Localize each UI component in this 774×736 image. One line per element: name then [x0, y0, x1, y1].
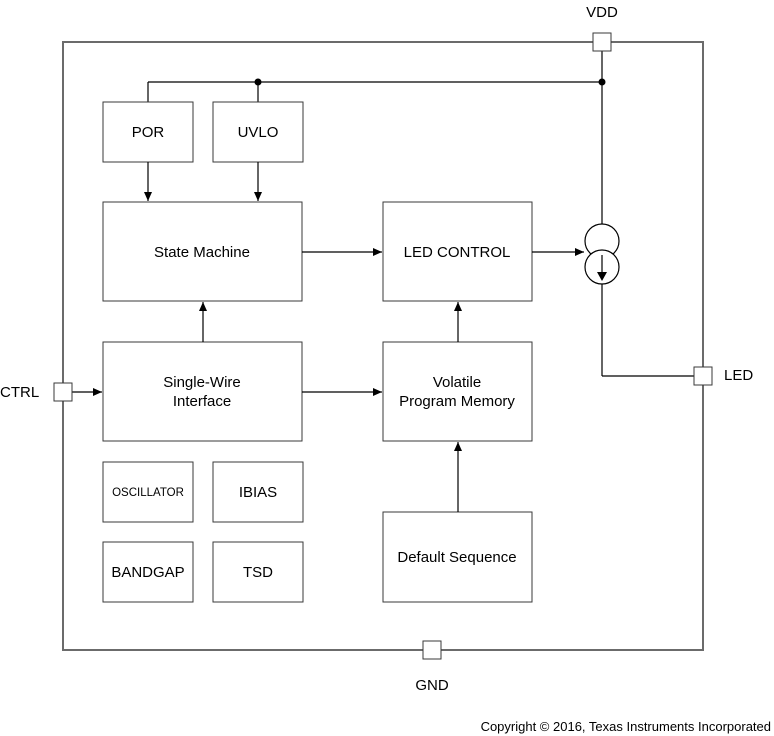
gnd-pin — [422, 640, 442, 660]
junction-dot — [598, 78, 606, 86]
current-arrow-head — [597, 272, 607, 281]
chip-outline — [62, 41, 704, 651]
tsd-block — [212, 541, 304, 603]
por-block — [102, 101, 194, 163]
tsd-label: TSD — [243, 564, 273, 581]
copyright-text: Copyright © 2016, Texas Instruments Inco… — [481, 719, 771, 734]
oscillator-block — [102, 461, 194, 523]
vdd-label: VDD — [586, 4, 618, 21]
volatile-label-line2: Program Memory — [399, 393, 515, 410]
ctrl-label: CTRL — [0, 384, 39, 401]
default-sequence-block — [382, 511, 533, 603]
ibias-block — [212, 461, 304, 523]
volatile-memory-block — [382, 341, 533, 442]
junction-dot — [254, 78, 262, 86]
led-pin — [693, 366, 713, 386]
led-label: LED — [724, 367, 753, 384]
ibias-label: IBIAS — [239, 484, 277, 501]
uvlo-block — [212, 101, 304, 163]
default-sequence-label: Default Sequence — [397, 549, 516, 566]
vdd-pin — [592, 32, 612, 52]
volatile-label-line1: Volatile — [433, 374, 481, 391]
single-wire-interface-block — [102, 341, 303, 442]
state-machine-block — [102, 201, 303, 302]
led-control-block — [382, 201, 533, 302]
single-wire-label-line1: Single-Wire — [163, 374, 241, 391]
state-machine-label: State Machine — [154, 244, 250, 261]
bandgap-label: BANDGAP — [111, 564, 184, 581]
gnd-label: GND — [415, 677, 449, 694]
bandgap-block — [102, 541, 194, 603]
uvlo-label: UVLO — [238, 124, 279, 141]
ctrl-pin — [53, 382, 73, 402]
single-wire-label-line2: Interface — [173, 393, 231, 410]
led-control-label: LED CONTROL — [404, 244, 511, 261]
por-label: POR — [132, 124, 165, 141]
oscillator-label: OSCILLATOR — [112, 487, 184, 499]
